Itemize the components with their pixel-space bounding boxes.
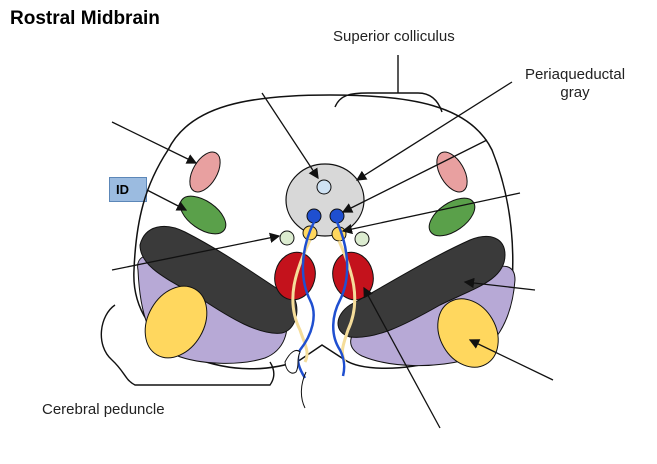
pointer-id-green [146,189,188,211]
superior-colliculus-bracket [334,55,443,113]
cerebral-peduncle-bracket [100,304,275,386]
green-nucleus-left [179,195,227,235]
pointer-periaqueductal-gray [355,81,513,181]
id-answer-box[interactable]: ID [109,177,147,202]
blue-nerve-left [296,221,316,379]
yellow-oval-right [437,298,499,368]
pointer-aqueduct [261,92,319,180]
yellow-tract-left [291,239,312,363]
pale-green-nucleus-right [354,231,370,247]
label-superior-colliculus: Superior colliculus [333,28,455,45]
label-periaqueductal-line1: Periaqueductal [524,66,626,83]
pointer-pale-green-left [111,232,281,271]
blue-nerve-right [332,221,349,377]
interpeduncular-fossa [284,349,301,374]
label-cerebral-peduncle: Cerebral peduncle [42,401,165,418]
pink-nucleus-right [436,151,468,193]
interpeduncular-line [300,371,307,409]
diagram-title: Rostral Midbrain [10,8,160,29]
yellow-oval-left [144,285,208,359]
pointer-lines [111,81,554,429]
cerebral-aqueduct [316,179,332,195]
periaqueductal-gray [285,163,365,237]
pointer-blue-nucleus [341,139,488,213]
pointer-pink-left [111,121,198,164]
pointer-yellow-oval-right [468,339,554,381]
pink-nucleus-left [189,151,221,193]
blue-nucleus-left [306,208,322,224]
green-nucleus-right [428,197,476,237]
pointer-yellow-nucleus [341,192,521,235]
pointer-red-nucleus [363,286,441,429]
pale-green-nucleus-left [279,230,295,246]
blue-nucleus-right [329,208,345,224]
pointer-black-band-right [463,277,536,291]
label-periaqueductal-line2: gray [560,84,590,101]
black-band-right [337,236,506,338]
label-periaqueductal-gray: Periaqueductal gray [520,66,630,102]
